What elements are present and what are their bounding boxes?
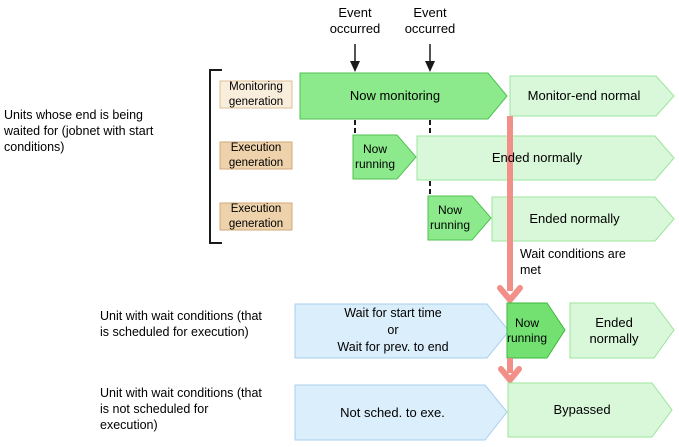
waited-units-label: Units whose end is being waited for (job… <box>4 108 154 154</box>
bypassed-arrow <box>507 382 673 438</box>
event-occurred-label: Event occurred <box>329 5 381 36</box>
wait-conditions-note: Wait conditions are met <box>520 247 626 277</box>
event-down-arrowhead-icon <box>350 61 360 72</box>
monitor-end-normal-label: Monitor-end normal <box>527 88 641 104</box>
execution-generation-badge-box <box>219 141 293 170</box>
now-running-label: Now running <box>354 142 396 171</box>
execution-generation-badge-label: Execution generation <box>228 203 284 230</box>
wait-conditions-arrowhead-icon <box>497 285 523 303</box>
ended-normally-arrow <box>416 135 675 181</box>
ended-normally-label: Ended normally <box>529 211 620 227</box>
not-scheduled-arrow <box>294 384 508 441</box>
group-bracket <box>209 69 222 244</box>
ended-normally-arrow <box>569 302 675 359</box>
bypassed-label: Bypassed <box>553 402 611 418</box>
now-running-arrow <box>427 195 492 241</box>
wait-conditions-arrowhead-icon <box>498 366 522 383</box>
now-running-arrow <box>506 302 566 359</box>
now-monitoring-arrow <box>299 72 508 120</box>
event-occurred-label: Event occurred <box>404 5 456 36</box>
wait-for-start-label: Wait for start time or Wait for prev. to… <box>337 306 449 354</box>
execution-generation-badge-label: Execution generation <box>228 142 284 169</box>
ended-normally-arrow <box>491 196 675 242</box>
now-monitoring-label: Now monitoring <box>349 88 441 104</box>
unit-wait-not-scheduled-label: Unit with wait conditions (that is not s… <box>100 386 262 432</box>
now-running-label: Now running <box>429 203 471 232</box>
wait-for-start-arrow <box>294 303 510 359</box>
ended-normally-label: Ended normally <box>491 150 583 166</box>
now-running-label: Now running <box>506 315 548 345</box>
monitoring-generation-badge-label: Monitoring generation <box>228 81 284 108</box>
not-scheduled-label: Not sched. to exe. <box>340 404 445 420</box>
unit-wait-scheduled-label: Unit with wait conditions (that is sched… <box>100 309 262 339</box>
monitor-end-normal-arrow <box>509 75 675 117</box>
now-running-arrow <box>352 134 417 180</box>
event-down-arrowhead-icon <box>425 61 435 72</box>
execution-generation-badge-box <box>219 202 293 231</box>
ended-normally-label: Ended normally <box>589 314 639 346</box>
monitoring-generation-badge-box <box>219 80 293 109</box>
